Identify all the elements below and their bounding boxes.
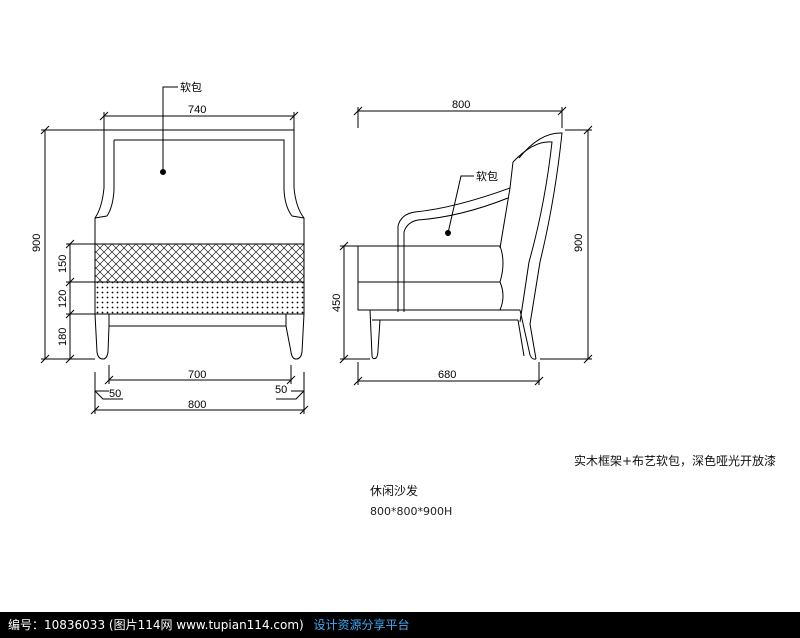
footer-id-text: 编号：10836033 (图片114网 www.tupian114.com) [8,618,304,632]
seat-cushion-upper [94,243,305,283]
side-back-inner [512,141,553,323]
dim-front-top-width-label: 740 [188,104,206,116]
front-back-frame [94,129,305,244]
dim-front-offset-right [276,390,305,400]
front-label-leader [162,86,178,172]
dim-side-depth [353,106,567,128]
dim-side-height [540,125,593,364]
side-seat-cushion [357,245,504,311]
side-back-rib [499,161,514,249]
front-view [40,86,309,415]
dim-side-base-depth [353,362,544,386]
seat-cushion-lower [94,281,305,315]
dim-side-height-label: 900 [573,234,585,252]
material-note: 实木框架+布艺软包，深色哑光开放漆 [574,454,777,468]
dim-front-total-width-label: 800 [188,399,206,411]
product-name: 休闲沙发 [370,484,419,498]
dim-side-depth-label: 800 [452,99,470,111]
dim-front-offset-left [94,390,123,400]
dim-front-offset-right-label: 50 [275,384,287,396]
side-view-labels: 800 软包 900 450 680 [331,99,585,381]
side-cushion-label: 软包 [476,169,498,183]
dim-front-total-width [90,372,309,415]
dim-side-base-depth-label: 680 [438,369,456,381]
front-leg-left [94,313,110,360]
footer-bar: 编号：10836033 (图片114网 www.tupian114.com) 设… [0,612,800,638]
dim-front-seat [65,239,95,364]
front-cushion-label: 软包 [180,80,202,94]
side-back-outer [518,132,563,360]
product-size: 800*800*900H [370,505,453,518]
front-view-labels: 软包 740 900 150 120 180 700 50 50 800 [31,80,287,411]
side-view [339,106,593,386]
dim-side-seat-height-label: 450 [331,294,343,312]
dim-front-top-width [99,111,299,130]
front-back-inner [106,139,293,217]
dim-front-seat-low-label: 180 [57,328,69,346]
dim-front-height-label: 900 [31,234,43,252]
dim-front-inner-width-label: 700 [188,369,206,381]
side-base-rail [370,309,520,321]
side-arm [397,187,511,312]
dim-front-inner-width [104,365,296,385]
dim-front-height [40,125,104,364]
dim-front-offset-left-label: 50 [109,388,121,400]
front-base [95,313,304,327]
side-label-leader [447,175,474,234]
side-leg-front [369,309,381,360]
dim-side-seat-height [339,241,370,364]
dim-front-seat-top-label: 150 [57,255,69,273]
side-leg-back [517,309,537,360]
dim-front-seat-mid-label: 120 [57,290,69,308]
front-leg-right [285,313,305,360]
footer-link[interactable]: 设计资源分享平台 [313,618,410,632]
sofa-technical-drawing: 软包 740 900 150 120 180 700 50 50 800 [31,80,593,415]
